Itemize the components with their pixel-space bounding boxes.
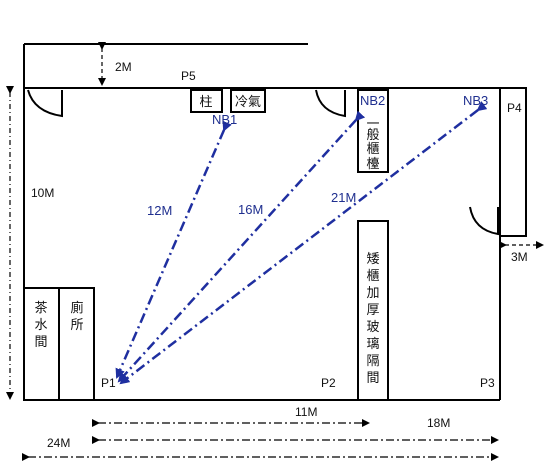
tea-room-char: 茶 <box>34 300 47 316</box>
distance-12m: 12M <box>147 203 172 218</box>
toilet-char: 廁 <box>70 300 83 316</box>
tea-room-char: 間 <box>34 335 47 350</box>
toilet-char: 所 <box>70 318 83 333</box>
toilet-box <box>58 287 95 401</box>
door-right <box>469 206 499 236</box>
general-cabinet-char: 檯 <box>366 157 379 172</box>
low-cabinet-char: 加 <box>366 286 379 301</box>
low-cabinet-char: 間 <box>366 371 379 386</box>
door-middle <box>315 89 346 118</box>
signal-line-nb1 <box>115 120 232 379</box>
dim-11m-label: 11M <box>295 405 317 419</box>
aircon-label: 冷氣 <box>235 95 261 110</box>
general-cabinet-char: 般 <box>366 127 379 143</box>
nb2-label: NB2 <box>360 93 385 108</box>
distance-16m: 16M <box>238 202 263 217</box>
p1-label: P1 <box>101 376 116 390</box>
low-cabinet-char: 璃 <box>366 337 379 352</box>
pillar-label: 柱 <box>199 95 212 110</box>
p5-label: P5 <box>181 69 196 83</box>
p3-label: P3 <box>480 376 495 390</box>
low-cabinet-char: 玻 <box>366 320 379 335</box>
nb3-label: NB3 <box>463 93 488 108</box>
distance-21m: 21M <box>331 190 356 205</box>
low-cabinet-char: 隔 <box>366 354 379 369</box>
low-cabinet-char: 櫃 <box>366 269 379 284</box>
signal-line-nb2 <box>117 110 366 383</box>
low-cabinet-char: 矮 <box>366 252 379 267</box>
p2-label: P2 <box>321 376 336 390</box>
nb1-label: NB1 <box>212 112 237 127</box>
p4-label: P4 <box>507 101 522 115</box>
door-left <box>27 89 63 118</box>
dim-18m-label: 18M <box>427 416 450 430</box>
dim-10m-label: 10M <box>31 186 54 200</box>
dim-3m-label: 3M <box>511 250 528 264</box>
tea-room-char: 水 <box>34 318 47 333</box>
general-cabinet-char: 櫃 <box>366 142 379 157</box>
dim-24m-label: 24M <box>47 436 70 450</box>
dim-2m-label: 2M <box>115 60 132 74</box>
low-cabinet-char: 厚 <box>366 303 379 318</box>
p4-room <box>499 87 527 237</box>
signal-line-nb3 <box>119 101 488 385</box>
